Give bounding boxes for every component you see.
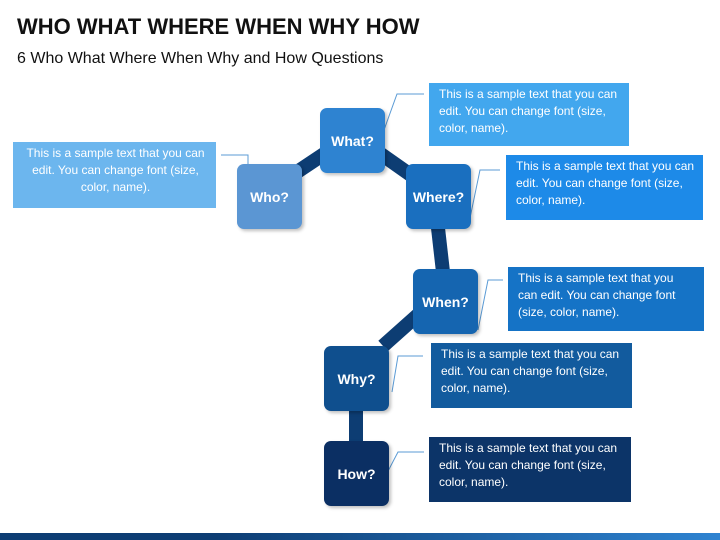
connector-where-when xyxy=(431,227,450,273)
callout-when: This is a sample text that you can edit.… xyxy=(508,267,704,331)
leader-where xyxy=(469,169,500,219)
leader-lines xyxy=(221,93,503,476)
callout-what: This is a sample text that you can edit.… xyxy=(429,83,629,146)
leader-when xyxy=(477,279,503,331)
callout-where: This is a sample text that you can edit.… xyxy=(506,155,703,220)
node-where: Where? xyxy=(406,164,471,229)
node-when-label: When? xyxy=(422,293,469,310)
bottom-accent-bar xyxy=(0,533,720,540)
node-why: Why? xyxy=(324,346,389,411)
node-when: When? xyxy=(413,269,478,334)
leader-what xyxy=(383,93,424,131)
callout-how: This is a sample text that you can edit.… xyxy=(429,437,631,502)
node-how-label: How? xyxy=(337,465,376,482)
node-who: Who? xyxy=(237,164,302,229)
leader-why xyxy=(391,355,423,393)
node-how: How? xyxy=(324,441,389,506)
node-why-label: Why? xyxy=(337,370,376,387)
leader-how xyxy=(385,451,424,476)
node-what: What? xyxy=(320,108,385,173)
page-title: WHO WHAT WHERE WHEN WHY HOW xyxy=(17,14,420,39)
node-who-label: Who? xyxy=(250,188,289,205)
callout-who: This is a sample text that you can edit.… xyxy=(13,142,216,208)
callout-why: This is a sample text that you can edit.… xyxy=(431,343,632,408)
node-where-label: Where? xyxy=(412,188,465,205)
node-what-label: What? xyxy=(331,132,374,149)
page-subtitle: 6 Who What Where When Why and How Questi… xyxy=(17,50,384,67)
